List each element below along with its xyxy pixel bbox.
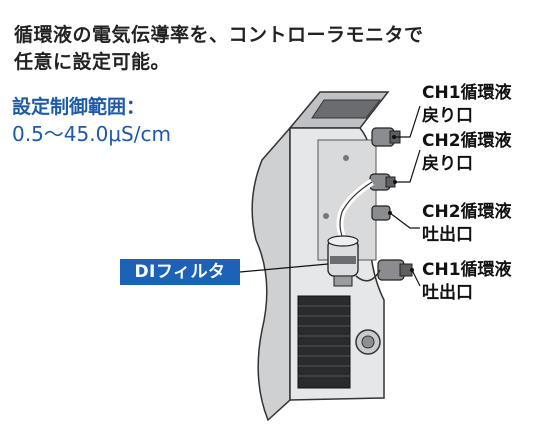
top-vent xyxy=(311,99,382,119)
callout-ch2-outlet: CH2循環液 吐出口 xyxy=(422,201,512,247)
di-filter-label: DIフィルタ xyxy=(120,259,240,285)
callout-ch1-outlet-line1: CH1循環液 xyxy=(422,260,512,280)
control-range-title: 設定制御範囲： xyxy=(12,96,146,118)
di-filter-canister xyxy=(327,235,359,287)
leader-di-filter xyxy=(239,263,329,273)
ch1-outlet-port xyxy=(377,259,413,281)
leader-ch1-return xyxy=(394,105,421,138)
callout-ch2-outlet-line2: 吐出口 xyxy=(422,225,473,245)
leader-ch2-outlet xyxy=(389,212,420,229)
callout-ch2-return-line2: 戻り口 xyxy=(422,154,473,174)
unit-side-panel xyxy=(251,126,291,422)
callout-ch1-return-line2: 戻り口 xyxy=(422,106,473,126)
leader-ch1-outlet xyxy=(411,269,421,287)
description: 循環液の電気伝導率を、コントローラモニタで 任意に設定可能。 xyxy=(14,22,424,76)
callout-ch2-return: CH2循環液 戻り口 xyxy=(422,130,512,176)
ch2-outlet-port xyxy=(371,205,391,221)
description-line-1: 循環液の電気伝導率を、コントローラモニタで xyxy=(14,24,424,46)
callout-ch1-return: CH1循環液 戻り口 xyxy=(422,82,512,128)
callout-ch1-outlet: CH1循環液 吐出口 xyxy=(422,259,512,305)
callout-ch1-outlet-line2: 吐出口 xyxy=(422,283,473,303)
callout-ch1-return-line1: CH1循環液 xyxy=(422,83,512,103)
leader-ch2-return xyxy=(395,149,421,183)
callout-ch2-return-line1: CH2循環液 xyxy=(422,131,512,151)
vent-grille xyxy=(297,295,351,389)
control-range-value: 0.5〜45.0μS/cm xyxy=(12,122,171,146)
ch2-return-port xyxy=(369,173,396,191)
description-line-2: 任意に設定可能。 xyxy=(14,51,171,73)
callout-ch2-outlet-line1: CH2循環液 xyxy=(422,202,512,222)
